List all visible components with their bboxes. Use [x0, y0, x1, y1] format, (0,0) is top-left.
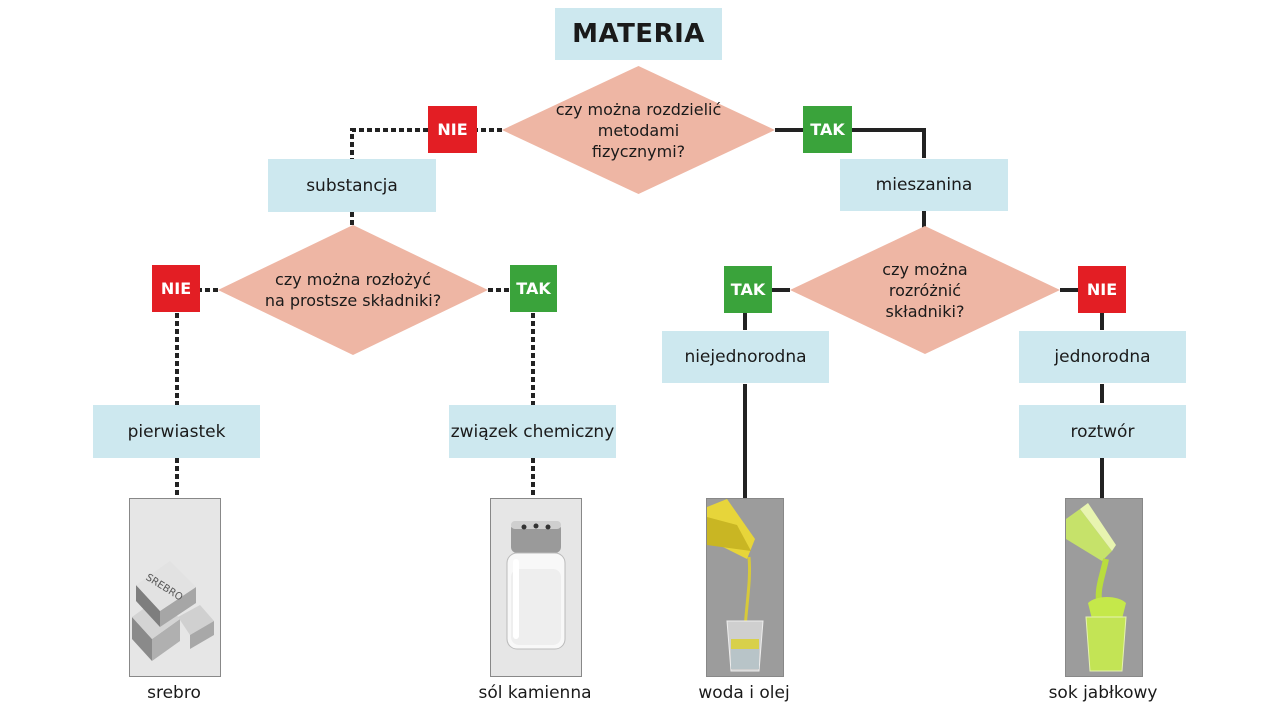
- node-homogeneous: jednorodna: [1019, 331, 1186, 383]
- photo-water-oil: [706, 498, 784, 677]
- water-oil-image: [707, 499, 764, 672]
- node-mixture: mieszanina: [840, 159, 1008, 211]
- diamond-shape: [790, 226, 1060, 354]
- question-distinguishable-diamond: czy można rozróżnić składniki?: [790, 226, 1060, 354]
- apple-juice-image: [1066, 503, 1127, 672]
- node-heterogeneous: niejednorodna: [662, 331, 829, 383]
- caption-water-oil: woda i olej: [698, 683, 790, 703]
- photo-silver: SREBRO: [129, 498, 221, 677]
- caption-apple-juice: sok jabłkowy: [1048, 683, 1158, 703]
- question-decomposable-text: czy można rozłożyć na prostsze składniki…: [264, 270, 442, 310]
- answer-yes-q2: TAK: [510, 265, 557, 312]
- root-node: MATERIA: [555, 8, 722, 60]
- silver-bars-image: SREBRO: [132, 561, 214, 661]
- photo-apple-juice: [1065, 498, 1143, 677]
- node-compound: związek chemiczny: [449, 405, 616, 458]
- node-solution: roztwór: [1019, 405, 1186, 458]
- question-distinguishable-text: czy można rozróżnić składniki?: [882, 259, 968, 321]
- node-substance: substancja: [268, 159, 436, 212]
- answer-no-q1: NIE: [428, 106, 477, 153]
- salt-shaker-image: [506, 521, 566, 650]
- answer-yes-q1: TAK: [803, 106, 852, 153]
- question-separable-diamond: czy można rozdzielić metodami fizycznymi…: [502, 66, 775, 194]
- answer-no-q2: NIE: [152, 265, 200, 312]
- caption-salt: sól kamienna: [478, 683, 592, 703]
- diamond-shape: [218, 225, 488, 355]
- node-element: pierwiastek: [93, 405, 260, 458]
- question-decomposable-diamond: czy można rozłożyć na prostsze składniki…: [218, 225, 488, 355]
- answer-no-q3: NIE: [1078, 266, 1126, 313]
- answer-yes-q3: TAK: [724, 266, 772, 313]
- photo-salt: [490, 498, 582, 677]
- question-separable-text: czy można rozdzielić metodami fizycznymi…: [555, 99, 722, 161]
- diamond-shape: [502, 66, 775, 194]
- caption-silver: srebro: [147, 683, 201, 703]
